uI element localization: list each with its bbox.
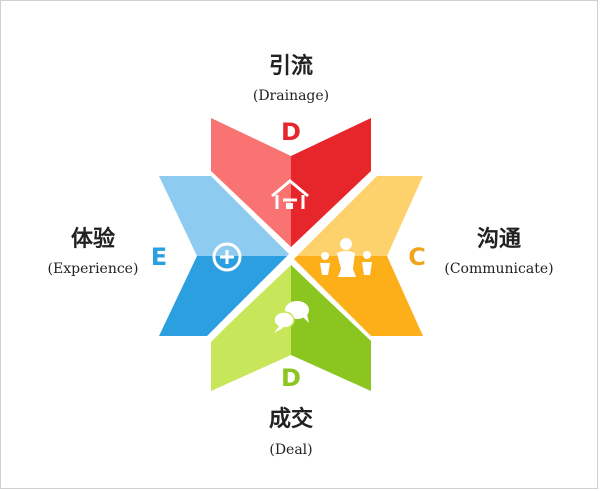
top-title: 引流 [269,53,313,79]
bottom-arm-right [291,265,371,391]
letter-left: E [151,243,167,271]
letter-top: D [281,118,301,146]
left-title: 体验 [71,226,115,252]
speech-bubbles-icon [273,301,309,333]
left-subtitle: (Experience) [48,261,139,277]
bottom-title: 成交 [269,406,313,432]
right-title: 沟通 [477,226,521,252]
left-arm-top [159,176,291,256]
top-arm-left [211,118,291,247]
bottom-arm-left [211,265,291,391]
right-subtitle: (Communicate) [444,261,553,277]
right-arm-bottom [291,256,423,336]
family-icon [320,238,372,277]
diagonal-divider [198,164,384,350]
top-arm-right [291,118,371,247]
top-subtitle: (Drainage) [253,88,329,104]
letter-bottom: D [281,364,301,392]
letter-right: C [408,243,426,271]
left-arm-bottom [159,256,291,336]
house-icon [271,179,309,209]
plus-circle-icon [212,242,242,272]
right-arm-top [291,176,423,256]
bottom-subtitle: (Deal) [269,442,312,458]
